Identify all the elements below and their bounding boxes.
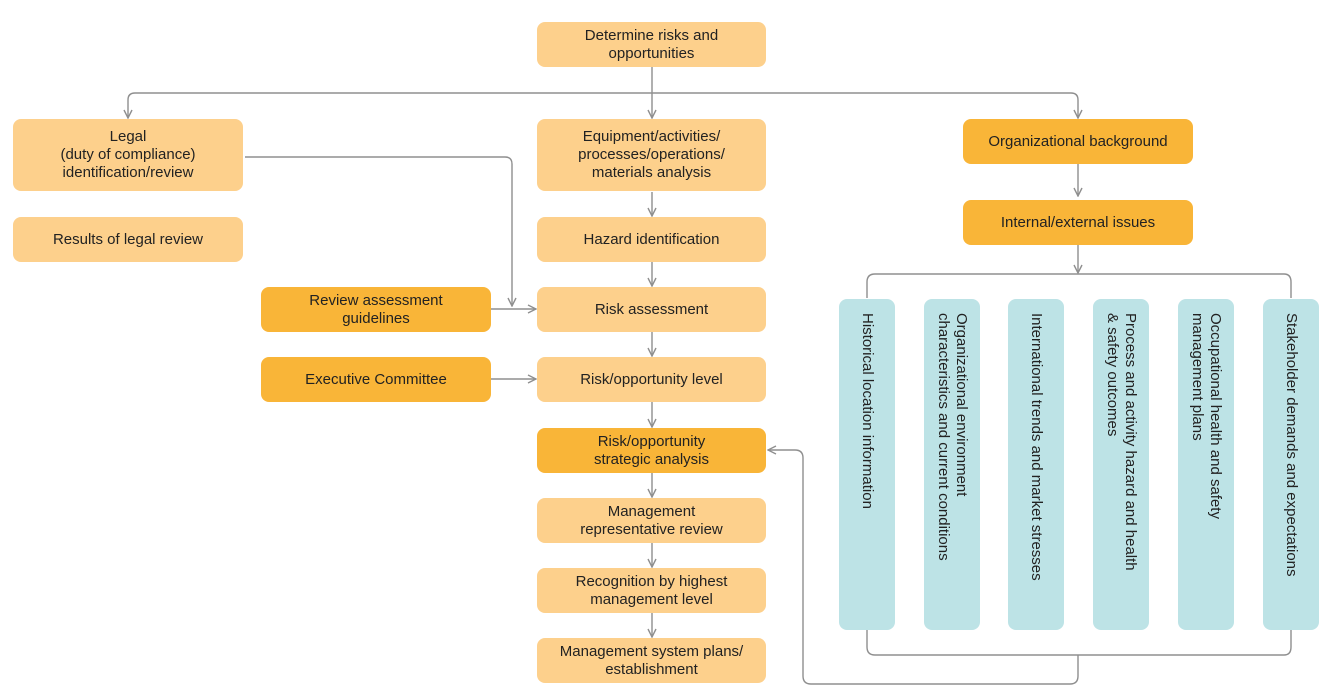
node-determine-risks: Determine risks and opportunities (537, 22, 766, 67)
node-risk-opportunity-level: Risk/opportunity level (537, 357, 766, 402)
factor-box: Historical location information (839, 299, 895, 630)
factor-label: Process and activity hazard and health &… (1104, 313, 1139, 571)
connector-branch-right (1070, 92, 1078, 118)
factor-box: Stakeholder demands and expectations (1263, 299, 1319, 630)
connector-feedback (768, 450, 1079, 685)
node-hazard-identification: Hazard identification (537, 217, 766, 262)
node-legal: Legal (duty of compliance) identificatio… (13, 119, 243, 191)
factor-box: Organizational environment characteristi… (924, 299, 980, 630)
node-management-review: Management representative review (537, 498, 766, 543)
node-recognition: Recognition by highest management level (537, 568, 766, 613)
node-executive-committee: Executive Committee (261, 357, 491, 402)
connector-branch-left (128, 92, 136, 118)
bracket-top (866, 273, 1292, 298)
node-organizational-background: Organizational background (963, 119, 1193, 164)
node-risk-assessment: Risk assessment (537, 287, 766, 332)
factor-box: Occupational health and safety managemen… (1178, 299, 1234, 630)
bracket-bottom (866, 630, 1292, 656)
factor-box: International trends and market stresses (1008, 299, 1064, 630)
connector-legal-risk (245, 156, 512, 306)
factor-label: Organizational environment characteristi… (935, 313, 970, 561)
factor-box: Process and activity hazard and health &… (1093, 299, 1149, 630)
node-strategic-analysis: Risk/opportunity strategic analysis (537, 428, 766, 473)
factor-label: Occupational health and safety managemen… (1189, 313, 1224, 519)
node-management-plans: Management system plans/ establishment (537, 638, 766, 683)
factor-label: Stakeholder demands and expectations (1283, 313, 1300, 577)
factor-label: International trends and market stresses (1028, 313, 1045, 581)
factor-label: Historical location information (859, 313, 876, 509)
node-review-guidelines: Review assessment guidelines (261, 287, 491, 332)
node-equipment-analysis: Equipment/activities/ processes/operatio… (537, 119, 766, 191)
node-legal-results: Results of legal review (13, 217, 243, 262)
node-internal-external-issues: Internal/external issues (963, 200, 1193, 245)
